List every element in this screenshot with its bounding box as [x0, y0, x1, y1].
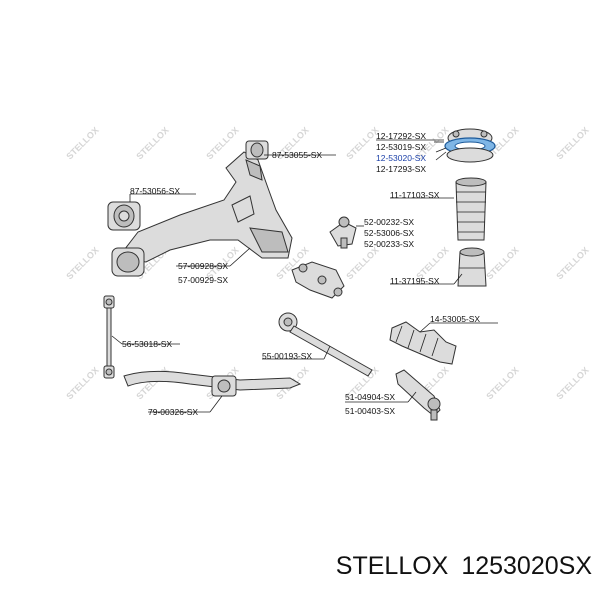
label-56-53018: 56-53018-SX	[122, 339, 172, 349]
steering-rack-boot	[389, 321, 457, 365]
label-57-00928: 57-00928-SX	[178, 261, 228, 271]
bushing-rear	[111, 247, 145, 277]
watermark: STELLOX	[64, 365, 100, 401]
label-55-00193: 55-00193-SX	[262, 351, 312, 361]
leader-lines	[111, 139, 498, 413]
label-12-17293: 12-17293-SX	[376, 164, 426, 174]
watermark: STELLOX	[484, 245, 520, 281]
strut-boot	[455, 177, 487, 241]
label-14-53005: 14-53005-SX	[430, 314, 480, 324]
watermark: STELLOX	[484, 365, 520, 401]
watermark: STELLOX	[554, 365, 590, 401]
product-caption: STELLOX 1253020SX	[0, 552, 600, 581]
tie-rod-end	[395, 369, 441, 421]
label-12-53019: 12-53019-SX	[376, 142, 426, 152]
tie-rod	[278, 312, 373, 377]
label-52-00232: 52-00232-SX	[364, 217, 414, 227]
watermark: STELLOX	[134, 125, 170, 161]
label-12-53020: 12-53020-SX	[376, 153, 426, 163]
part-number: 1253020SX	[461, 552, 592, 580]
strut-top-mount	[444, 128, 496, 163]
bump-stop	[457, 247, 487, 287]
lower-control-arm	[117, 151, 293, 263]
watermark: STELLOX	[64, 245, 100, 281]
bushing-87-53055	[245, 140, 269, 160]
ball-joint	[329, 216, 357, 249]
watermark: STELLOX	[344, 245, 380, 281]
ball-joint-lower	[291, 261, 345, 299]
part-labels: 87-53055-SX 87-53056-SX 57-00928-SX 57-0…	[122, 131, 480, 417]
label-51-04904: 51-04904-SX	[345, 392, 395, 402]
brand-name: STELLOX	[335, 552, 449, 580]
watermark: STELLOX	[204, 125, 240, 161]
stabilizer-bushing	[211, 375, 237, 397]
label-57-00929: 57-00929-SX	[178, 275, 228, 285]
label-11-37195: 11-37195-SX	[390, 276, 440, 286]
label-12-17292: 12-17292-SX	[376, 131, 426, 141]
stabilizer-link	[103, 295, 115, 379]
watermark: STELLOX	[554, 125, 590, 161]
bushing-87-53056	[107, 201, 141, 231]
label-52-00233: 52-00233-SX	[364, 239, 414, 249]
label-51-00403: 51-00403-SX	[345, 406, 395, 416]
label-87-53056: 87-53056-SX	[130, 186, 180, 196]
label-11-17103: 11-17103-SX	[390, 190, 440, 200]
label-87-53055: 87-53055-SX	[272, 150, 322, 160]
watermark: STELLOX	[554, 245, 590, 281]
watermark: STELLOX	[64, 125, 100, 161]
label-52-53006: 52-53006-SX	[364, 228, 414, 238]
label-79-00326: 79-00326-SX	[148, 407, 198, 417]
